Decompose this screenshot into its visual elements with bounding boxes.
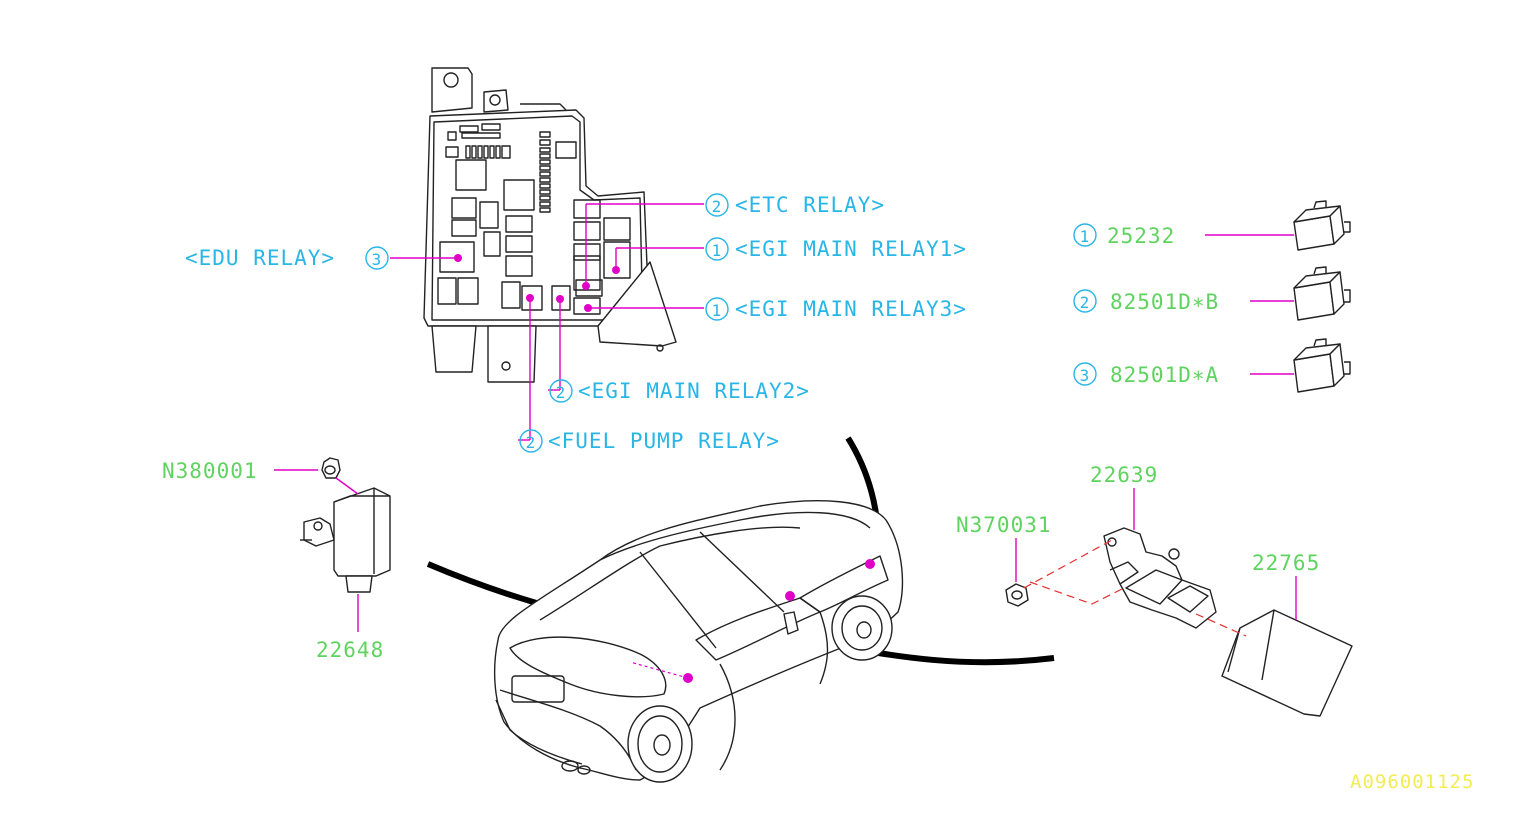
callout-1-number: 1: [712, 301, 723, 320]
callout-1-number: 1: [712, 241, 723, 260]
left-module-drawing: [300, 457, 391, 593]
etc-relay-label: <ETC RELAY>: [735, 193, 885, 217]
legend-3-number: 3: [1080, 366, 1091, 385]
legend-2-part-number: 82501D∗B: [1110, 290, 1219, 314]
nut-left-part-number: N380001: [162, 459, 258, 483]
callout-3-circle: [365, 246, 389, 270]
legend-3-circle: [1073, 362, 1097, 386]
fuel-pump-relay-label: <FUEL PUMP RELAY>: [548, 429, 780, 453]
relay-82501da-drawing: [1293, 338, 1351, 393]
callout-2-circle: [519, 429, 543, 453]
edu-relay-label: <EDU RELAY>: [185, 246, 335, 270]
legend-2-circle: [1073, 289, 1097, 313]
callout-2-circle: [705, 193, 729, 217]
nut-right-part-number: N370031: [956, 513, 1052, 537]
relay-box-leaders: [390, 203, 704, 441]
legend-1-part-number: 25232: [1107, 224, 1175, 248]
legend-3-part-number: 82501D∗A: [1110, 363, 1219, 387]
callout-2-circle: [549, 379, 573, 403]
callout-2-number: 2: [712, 197, 723, 216]
figure-id: A096001125: [1350, 771, 1474, 793]
car-drawing: [426, 436, 1055, 783]
callout-1-circle: [705, 297, 729, 321]
callout-1-circle: [705, 237, 729, 261]
right-assembly-drawing: [1005, 527, 1353, 717]
egi-main-relay1-label: <EGI MAIN RELAY1>: [735, 237, 967, 261]
callout-2-number: 2: [526, 433, 537, 452]
egi-main-relay3-label: <EGI MAIN RELAY3>: [735, 297, 967, 321]
legend-2-number: 2: [1080, 293, 1091, 312]
bracket-part-number: 22639: [1090, 463, 1158, 487]
relay-box-drawing: [423, 67, 677, 383]
ecu-part-number: 22765: [1252, 551, 1320, 575]
callout-3-number: 3: [372, 250, 383, 269]
relay-82501db-drawing: [1293, 266, 1351, 321]
module-left-part-number: 22648: [316, 638, 384, 662]
relay-25232-drawing: [1293, 200, 1351, 251]
callout-2-number: 2: [556, 383, 567, 402]
legend-1-circle: [1073, 223, 1097, 247]
legend: 1 25232 2 82501D∗B 3 82501D∗A: [1073, 200, 1351, 393]
legend-1-number: 1: [1080, 227, 1091, 246]
egi-main-relay2-label: <EGI MAIN RELAY2>: [578, 379, 810, 403]
